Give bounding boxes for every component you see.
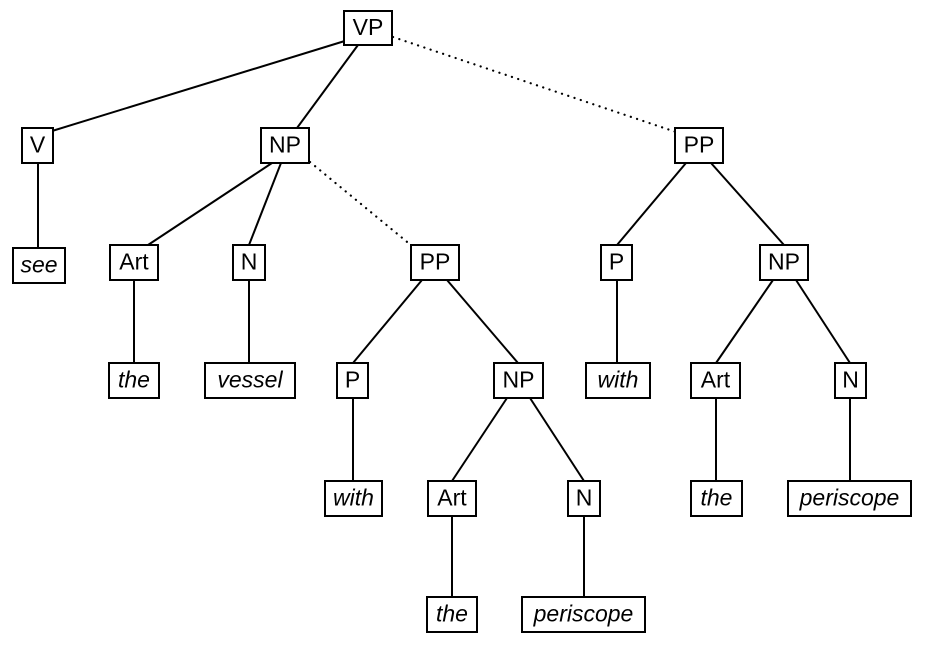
node-box-n_mid — [567, 480, 601, 517]
tree-node-v[interactable]: V — [21, 127, 54, 164]
tree-node-pp_mid[interactable]: PP — [410, 244, 460, 281]
node-label-n_mid: N — [576, 485, 593, 511]
tree-node-np_right[interactable]: NP — [759, 244, 809, 281]
tree-edge-np_right-to-n_right — [795, 279, 851, 364]
node-label-see: see — [20, 252, 57, 278]
node-label-pp_mid: PP — [420, 249, 451, 275]
tree-node-the_r[interactable]: the — [690, 480, 743, 517]
node-label-pp_right: PP — [684, 132, 715, 158]
node-box-v — [21, 127, 54, 164]
tree-node-p_right[interactable]: P — [600, 244, 633, 281]
node-box-pp_mid — [410, 244, 460, 281]
node-box-np1 — [260, 127, 310, 164]
node-label-vp: VP — [353, 14, 384, 40]
node-box-with_m — [324, 480, 383, 517]
node-label-p_mid: P — [345, 367, 360, 393]
node-label-np_mid: NP — [503, 367, 535, 393]
node-label-the_r: the — [701, 485, 733, 511]
node-label-periscope_m: periscope — [533, 601, 634, 627]
node-box-see — [12, 247, 66, 284]
node-label-np1: NP — [269, 132, 301, 158]
node-box-with_r — [585, 362, 651, 399]
node-box-periscope_m — [521, 596, 646, 633]
node-box-p_right — [600, 244, 633, 281]
tree-node-np1[interactable]: NP — [260, 127, 310, 164]
tree-edge-np1-to-art1 — [147, 162, 273, 246]
node-label-np_right: NP — [768, 249, 800, 275]
tree-edge-pp_mid-to-np_mid — [446, 279, 519, 364]
node-label-art1: Art — [119, 249, 149, 275]
tree-node-np_mid[interactable]: NP — [493, 362, 544, 399]
node-box-pp_right — [674, 127, 724, 164]
node-label-n_right: N — [842, 367, 859, 393]
tree-edge-vp-to-pp_right — [391, 35, 678, 134]
tree-edge-np1-to-pp_mid — [308, 160, 414, 248]
node-label-art_right: Art — [701, 367, 731, 393]
tree-edge-np_mid-to-n_mid — [529, 397, 585, 482]
tree-node-with_r[interactable]: with — [585, 362, 651, 399]
tree-node-n1[interactable]: N — [232, 244, 266, 281]
node-label-periscope_r: periscope — [799, 485, 900, 511]
edge-layer — [37, 35, 851, 597]
tree-node-the_m[interactable]: the — [426, 596, 478, 633]
node-box-vessel — [204, 362, 296, 399]
node-box-art_mid — [427, 480, 477, 517]
node-label-the1: the — [118, 367, 150, 393]
node-box-np_mid — [493, 362, 544, 399]
tree-edge-np_right-to-art_right — [715, 279, 774, 364]
node-label-art_mid: Art — [437, 485, 467, 511]
tree-node-art_right[interactable]: Art — [690, 362, 741, 399]
tree-edge-pp_right-to-p_right — [616, 162, 687, 246]
tree-edge-np1-to-n1 — [248, 162, 282, 246]
tree-node-pp_right[interactable]: PP — [674, 127, 724, 164]
node-box-the_r — [690, 480, 743, 517]
tree-edge-pp_right-to-np_right — [710, 162, 785, 246]
tree-node-periscope_m[interactable]: periscope — [521, 596, 646, 633]
node-box-np_right — [759, 244, 809, 281]
tree-node-with_m[interactable]: with — [324, 480, 383, 517]
tree-node-vp[interactable]: VP — [343, 10, 393, 46]
node-box-periscope_r — [787, 480, 912, 517]
tree-node-p_mid[interactable]: P — [336, 362, 369, 399]
node-label-with_m: with — [333, 485, 374, 511]
node-box-the_m — [426, 596, 478, 633]
tree-node-vessel[interactable]: vessel — [204, 362, 296, 399]
node-label-the_m: the — [436, 601, 468, 627]
node-label-with_r: with — [598, 367, 639, 393]
node-label-v: V — [30, 132, 46, 158]
node-label-vessel: vessel — [217, 367, 283, 393]
tree-edge-pp_mid-to-p_mid — [352, 279, 423, 364]
node-box-art_right — [690, 362, 741, 399]
tree-node-see[interactable]: see — [12, 247, 66, 284]
tree-node-the1[interactable]: the — [108, 362, 160, 399]
tree-node-n_right[interactable]: N — [834, 362, 867, 399]
tree-edge-vp-to-np1 — [296, 44, 359, 129]
tree-node-n_mid[interactable]: N — [567, 480, 601, 517]
node-box-the1 — [108, 362, 160, 399]
tree-node-art1[interactable]: Art — [109, 244, 159, 281]
node-box-p_mid — [336, 362, 369, 399]
node-box-vp — [343, 10, 393, 46]
tree-edge-vp-to-v — [51, 39, 349, 132]
node-label-p_right: P — [609, 249, 624, 275]
tree-node-periscope_r[interactable]: periscope — [787, 480, 912, 517]
node-label-n1: N — [241, 249, 258, 275]
tree-edge-np_mid-to-art_mid — [451, 397, 508, 482]
tree-node-art_mid[interactable]: Art — [427, 480, 477, 517]
node-box-n1 — [232, 244, 266, 281]
node-box-n_right — [834, 362, 867, 399]
node-box-art1 — [109, 244, 159, 281]
